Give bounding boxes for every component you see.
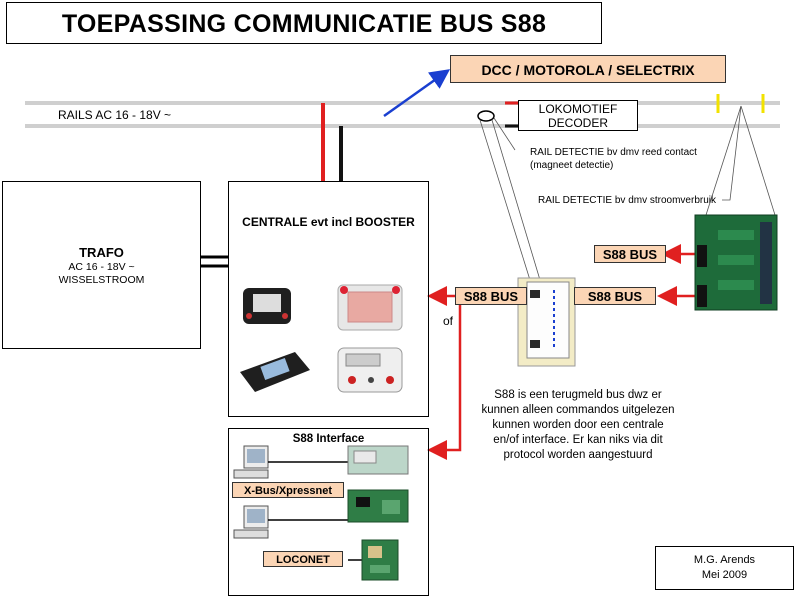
loco-decoder-line-1: LOKOMOTIEF (538, 102, 618, 116)
reed-contact (477, 110, 495, 122)
s88-note: S88 is een terugmeld bus dwz er kunnen a… (481, 389, 675, 461)
loco-decoder-box: LOKOMOTIEF DECODER (518, 100, 638, 131)
dcc-protocol-label: DCC / MOTOROLA / SELECTRIX (450, 55, 726, 83)
rails-label: RAILS AC 16 - 18V ~ (58, 108, 172, 122)
loconet-label: LOCONET (263, 551, 343, 567)
central-device-4-icon (337, 347, 403, 393)
trafo-title: TRAFO (79, 245, 124, 260)
computer-icon-2 (233, 505, 269, 539)
or-label: of (443, 314, 454, 328)
signal-arrow (383, 69, 451, 118)
author-box: M.G. Arends Mei 2009 (655, 546, 794, 590)
reed-detection-line-2: (magneet detectie) (530, 160, 614, 171)
central-panel: CENTRALE evt incl BOOSTER (228, 181, 429, 417)
author-date: Mei 2009 (701, 569, 748, 581)
central-device-1-icon (243, 288, 291, 324)
s88-bus-label-module: S88 BUS (574, 287, 656, 305)
interface-device-3-icon (361, 539, 399, 581)
s88-interface-panel: S88 Interface (228, 428, 429, 596)
trafo-panel: TRAFO AC 16 - 18V ~ WISSELSTROOM (2, 181, 201, 349)
s88-detection-board (694, 214, 778, 311)
s88-interface-title: S88 Interface (292, 433, 365, 445)
computer-icon-1 (233, 445, 269, 479)
s88-bus-label-central: S88 BUS (455, 287, 527, 305)
central-title: CENTRALE evt incl BOOSTER (242, 215, 415, 229)
trafo-type: WISSELSTROOM (58, 274, 145, 286)
page-title: TOEPASSING COMMUNICATIE BUS S88 (6, 2, 602, 44)
reed-detection-line-1: RAIL DETECTIE bv dmv reed contact (530, 147, 697, 158)
loco-decoder-line-2: DECODER (547, 116, 608, 130)
xbus-label: X-Bus/Xpressnet (232, 482, 344, 498)
reed-detection-label: RAIL DETECTIE bv dmv reed contact (magne… (530, 146, 697, 172)
author-name: M.G. Arends (693, 554, 756, 566)
s88-bus-label-board: S88 BUS (594, 245, 666, 263)
s88-module-device (517, 277, 576, 367)
interface-device-1-icon (347, 445, 409, 475)
interface-device-2-icon (347, 489, 409, 523)
current-detection-label: RAIL DETECTIE bv dmv stroomverbruik (538, 195, 717, 206)
trafo-voltage: AC 16 - 18V ~ (68, 261, 135, 273)
arrow-to-interface (427, 305, 462, 460)
central-device-2-icon (337, 284, 403, 331)
central-device-3-icon (240, 352, 310, 392)
